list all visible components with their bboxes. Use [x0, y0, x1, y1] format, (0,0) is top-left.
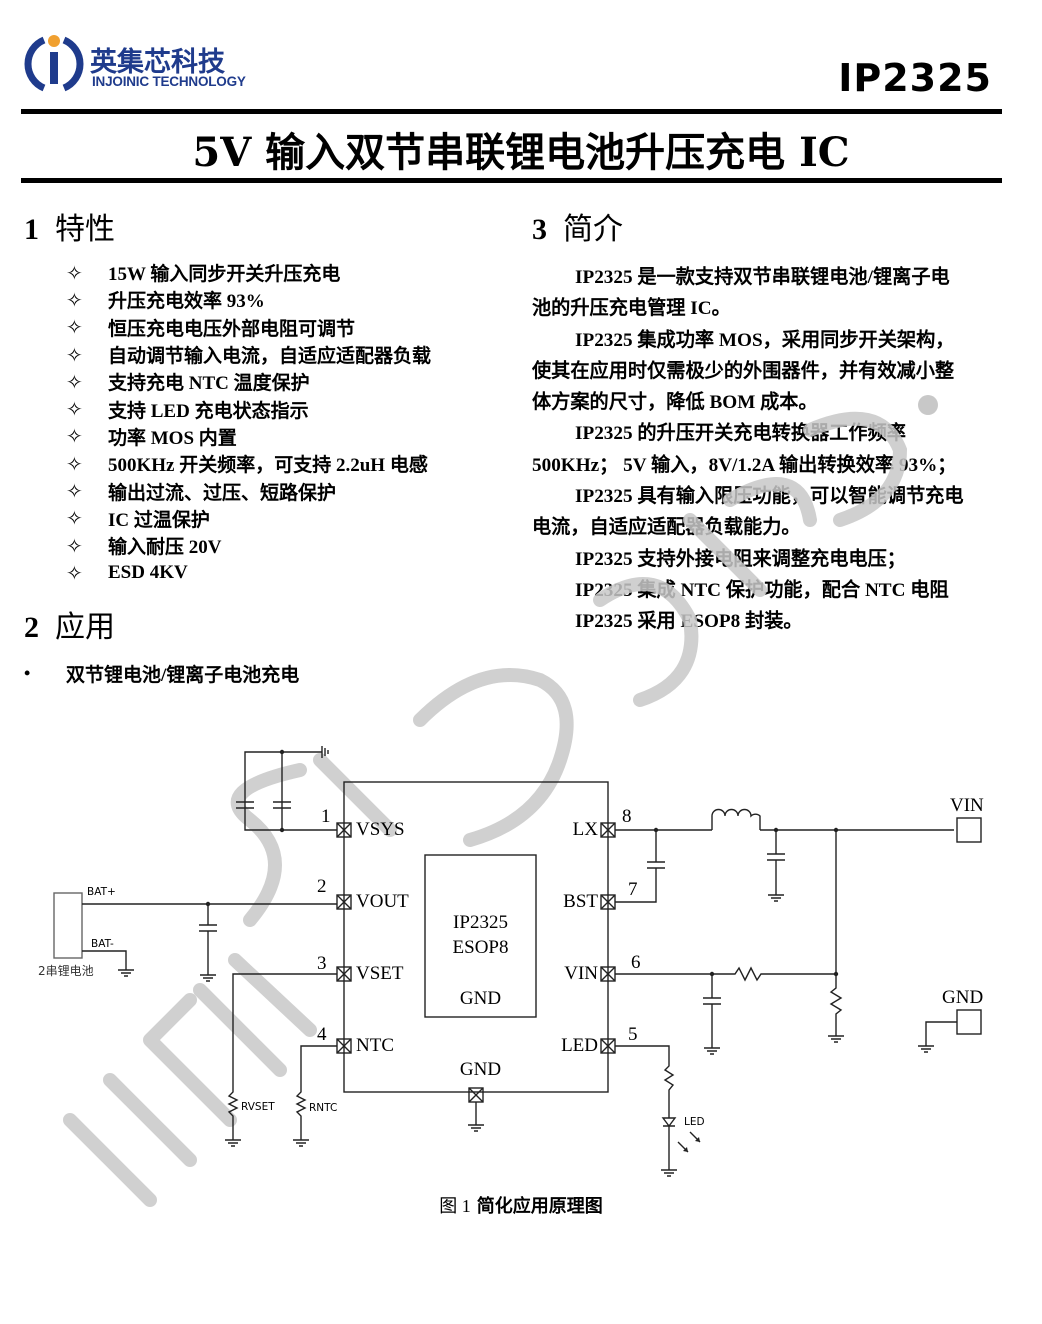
- pin-name: NTC: [356, 1035, 394, 1056]
- intro-line: 池的升压充电管理 IC。: [532, 298, 731, 320]
- intro-line: IP2325 集成功率 MOS，采用同步开关架构，: [575, 329, 955, 351]
- feature-item: ✧升压充电效率 93%: [66, 287, 265, 313]
- diamond-bullet-icon: ✧: [66, 479, 83, 504]
- pin-number: 8: [622, 806, 632, 827]
- diamond-bullet-icon: ✧: [66, 260, 83, 285]
- diamond-bullet-icon: ✧: [66, 560, 83, 585]
- logo-name-cn: 英集芯科技: [90, 47, 225, 78]
- pin-number: 6: [631, 952, 641, 973]
- chip-pad-label: GND: [459, 988, 502, 1009]
- bat-plus-label: BAT+: [87, 886, 116, 898]
- gnd-terminal-label: GND: [942, 987, 984, 1008]
- diamond-bullet-icon: ✧: [66, 424, 83, 449]
- battery-label: 2串锂电池: [38, 964, 94, 978]
- pin-number: 2: [317, 876, 327, 897]
- diamond-bullet-icon: ✧: [66, 315, 83, 340]
- feature-item: ✧15W 输入同步开关升压充电: [66, 260, 341, 286]
- features-list: ✧15W 输入同步开关升压充电 ✧升压充电效率 93% ✧恒压充电电压外部电阻可…: [66, 259, 431, 587]
- vin-terminal-label: VIN: [950, 795, 984, 816]
- pin-number: 1: [321, 806, 331, 827]
- pin-number: 7: [628, 879, 638, 900]
- pin-gnd-label: GND: [459, 1059, 502, 1080]
- led-label: LED: [684, 1116, 705, 1128]
- diamond-bullet-icon: ✧: [66, 369, 83, 394]
- logo-name-en: INJOINIC TECHNOLOGY: [92, 74, 246, 89]
- feature-item: ✧支持充电 NTC 温度保护: [66, 369, 310, 395]
- chip-package: ESOP8: [452, 937, 509, 958]
- feature-item: ✧500KHz 开关频率，可支持 2.2uH 电感: [66, 451, 428, 477]
- intro-line: 体方案的尺寸，降低 BOM 成本。: [532, 392, 818, 414]
- chip-label: IP2325: [453, 912, 508, 933]
- rntc-label: RNTC: [309, 1102, 338, 1114]
- pin-name: LX: [572, 819, 598, 840]
- logo-mark-icon: [24, 35, 84, 92]
- diamond-bullet-icon: ✧: [66, 533, 83, 558]
- header-rule-top: [21, 109, 1002, 114]
- feature-item: ✧ESD 4KV: [66, 560, 188, 585]
- pin-name: VIN: [564, 963, 598, 984]
- application-item: •双节锂电池/锂离子电池充电: [24, 663, 300, 686]
- feature-item: ✧输出过流、过压、短路保护: [66, 479, 337, 504]
- diamond-bullet-icon: ✧: [66, 287, 83, 312]
- header-rule-bottom: [21, 178, 1002, 183]
- pin-number: 3: [317, 953, 327, 974]
- pin-number: 4: [317, 1024, 327, 1045]
- pin-name: BST: [563, 891, 598, 912]
- feature-item: ✧IC 过温保护: [66, 506, 210, 531]
- pin-name: LED: [561, 1035, 598, 1056]
- document-title: 5V 输入双节串联锂电池升压充电 IC: [192, 129, 850, 176]
- chip-body: [343, 781, 609, 1093]
- bat-minus-label: BAT-: [91, 938, 114, 950]
- feature-item: ✧输入耐压 20V: [66, 533, 222, 559]
- intro-line: IP2325 是一款支持双节串联锂电池/锂离子电: [575, 267, 950, 288]
- pin-name: VSET: [356, 963, 404, 984]
- chip-exposed-pad: [424, 854, 537, 1018]
- rvset-label: RVSET: [241, 1101, 275, 1113]
- feature-item: ✧功率 MOS 内置: [66, 424, 237, 449]
- company-logo: 英集芯科技 INJOINIC TECHNOLOGY: [22, 30, 262, 94]
- feature-item: ✧恒压充电电压外部电阻可调节: [66, 315, 356, 340]
- diamond-bullet-icon: ✧: [66, 506, 83, 531]
- pin-name: VSYS: [356, 819, 405, 840]
- diamond-bullet-icon: ✧: [66, 451, 83, 476]
- feature-item: ✧支持 LED 充电状态指示: [66, 397, 309, 422]
- bullet-dot-icon: •: [24, 663, 31, 683]
- intro-line: 使其在应用时仅需极少的外围器件，并有效减小整: [532, 360, 955, 382]
- feature-item: ✧自动调节输入电流，自适应适配器负载: [66, 342, 432, 368]
- pin-name: VOUT: [356, 891, 409, 912]
- diamond-bullet-icon: ✧: [66, 397, 83, 422]
- diamond-bullet-icon: ✧: [66, 342, 83, 367]
- pin-number: 5: [628, 1024, 638, 1045]
- part-number: IP2325: [838, 56, 992, 100]
